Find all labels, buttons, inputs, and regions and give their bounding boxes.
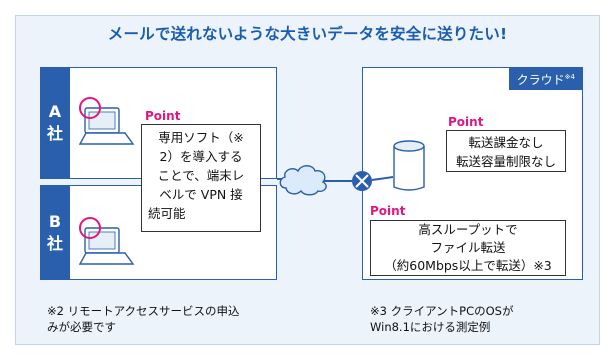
throughput-line: （約60Mbps以上で転送）※3 xyxy=(384,258,552,273)
point-label-cloud-cost: Point xyxy=(448,115,484,129)
cloud-note-mark: ※4 xyxy=(564,73,575,81)
throughput-callout: 高スループットで ファイル転送 （約60Mbps以上で転送）※3 xyxy=(370,220,566,276)
client-callout-line: ベルで VPN 接 xyxy=(159,187,243,202)
footnote-3: ※3 クライアントPCのOSが Win8.1における測定例 xyxy=(370,303,513,335)
throughput-line: 高スループットで xyxy=(418,222,518,237)
footnote-3-line: Win8.1における測定例 xyxy=(370,320,491,334)
footnote-2-line: みが必要です xyxy=(47,320,116,334)
client-callout-line: 専用ソフト（※ xyxy=(158,130,244,145)
cloud-cost-line: 転送課金なし xyxy=(468,135,544,150)
footnote-3-line: ※3 クライアントPCのOSが xyxy=(370,304,514,318)
point-label-client: Point xyxy=(145,109,181,123)
cloud-cost-callout: 転送課金なし 転送容量制限なし xyxy=(446,130,566,172)
throughput-line: ファイル転送 xyxy=(430,240,506,255)
company-a-suffix: 社 xyxy=(46,124,63,143)
cloud-label: クラウド xyxy=(516,73,565,87)
company-a-tab: A 社 xyxy=(40,67,70,179)
link-router-to-server xyxy=(371,176,394,181)
laptop-icon xyxy=(78,217,135,265)
client-callout: 専用ソフト（※ 2）を導入する ことで、端末レ ベルで VPN 接 続可能 xyxy=(141,124,261,232)
client-callout-line: ことで、端末レ xyxy=(157,168,245,183)
laptop-icon xyxy=(78,97,135,145)
footnote-2: ※2 リモートアクセスサービスの申込 みが必要です xyxy=(47,303,240,335)
cloud-network-icon xyxy=(279,165,327,196)
company-b-tab: B 社 xyxy=(40,185,70,280)
router-icon xyxy=(352,171,372,191)
footnote-2-line: ※2 リモートアクセスサービスの申込 xyxy=(47,304,240,318)
company-b-suffix: 社 xyxy=(46,233,63,253)
cloud-label-tab: クラウド※4 xyxy=(508,67,583,90)
client-callout-line: 続可能 xyxy=(148,206,186,221)
company-a-letter: A xyxy=(48,102,62,121)
client-callout-line: 2）を導入する xyxy=(159,149,243,164)
server-icon xyxy=(393,140,425,191)
point-label-throughput: Point xyxy=(370,204,406,218)
company-b-letter: B xyxy=(48,211,62,231)
cloud-cost-line: 転送容量制限なし xyxy=(455,154,556,169)
diagram-title: メールで送れないような大きいデータを安全に送りたい! xyxy=(107,25,508,43)
